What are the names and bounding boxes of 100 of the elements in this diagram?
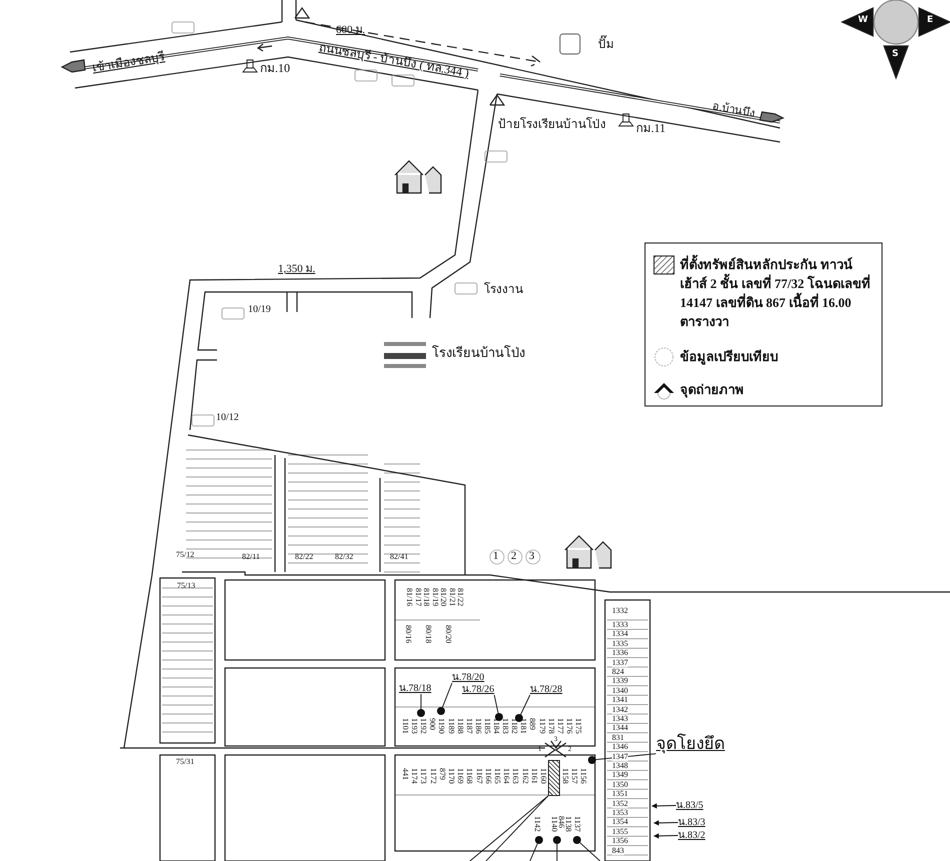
arrow (653, 820, 678, 826)
arrow (651, 803, 676, 809)
photo-point-number: 3 (529, 551, 534, 562)
lot-number: 1158 (561, 768, 569, 784)
leader-line (520, 694, 530, 715)
lot-number: 81/20 (439, 588, 447, 606)
lot-number: 1343 (612, 715, 628, 723)
lot-number: 1167 (474, 768, 483, 784)
lot-number: 1101 (401, 718, 409, 734)
house-number: 10/19 (248, 304, 271, 315)
leader-line (470, 796, 548, 861)
lot-number: 1332 (612, 607, 628, 615)
lot-number: 1352 (612, 800, 628, 808)
house-number: 82/11 (242, 553, 260, 561)
house-number: 82/22 (295, 553, 314, 561)
lot-number: 81/17 (414, 588, 422, 606)
road-name: ถนนชลบุรี - บ้านบึง ( ทล.344 ) (318, 40, 470, 80)
leader-line (494, 694, 499, 714)
lot-number: 1182 (510, 718, 518, 734)
lot-number: 1187 (464, 718, 473, 734)
lot-number: 1138 (564, 816, 572, 832)
leader-label: น.83/5 (676, 800, 704, 811)
leader-label: น.78/26 (462, 684, 494, 695)
lot-number: 1344 (612, 724, 628, 732)
lot-number: 1337 (612, 658, 628, 667)
lot-number: 1334 (612, 630, 628, 638)
lot-number: 1348 (612, 762, 628, 770)
house-number: 82/41 (390, 553, 408, 561)
lot-number: 831 (612, 734, 624, 742)
lot-number: 1172 (428, 768, 437, 784)
place-name: โรงงาน (484, 283, 523, 296)
marker-dot (417, 709, 425, 717)
lot-number: 1341 (612, 696, 628, 704)
lot-number: 1356 (612, 837, 628, 846)
lot-number: 1186 (474, 718, 482, 734)
lot-number: 1189 (446, 718, 454, 734)
leader-line (420, 694, 422, 710)
lot-number: 1339 (612, 677, 628, 686)
marker-dot (573, 836, 581, 844)
compass-letter: E (927, 16, 934, 26)
photo-point-number: 2 (511, 551, 516, 562)
compass-letter: S (892, 50, 898, 60)
legend-text: ข้อมูลเปรียบเทียบ (680, 348, 778, 366)
lot-number: 441 (401, 768, 409, 780)
lot-number: 1161 (530, 768, 538, 784)
lot-number: 1333 (612, 621, 628, 629)
lot-number: 824 (612, 668, 624, 676)
lot-number: 80/16 (404, 625, 412, 644)
lot-number: 1192 (419, 718, 428, 734)
lot-number: 1178 (546, 718, 555, 734)
lot-number: 1351 (612, 790, 628, 798)
lot-number: 1165 (493, 768, 501, 784)
lot-number: 1340 (612, 686, 628, 695)
lot-number: 1190 (437, 718, 446, 734)
leader-line (580, 842, 600, 861)
lot-number: 1174 (410, 768, 418, 784)
lot-number: 1168 (465, 768, 474, 784)
lot-number: 1185 (482, 718, 491, 734)
lot-number: 1137 (573, 816, 581, 832)
lot-number: 1188 (456, 718, 464, 734)
lot-number: 1354 (612, 818, 628, 826)
lot-number: 1157 (570, 768, 578, 784)
lot-number: 81/22 (456, 588, 464, 606)
lot-number: 1175 (574, 718, 582, 734)
lot-number: 1193 (410, 718, 418, 734)
lot-number: 1156 (579, 768, 587, 784)
lot-number: 1176 (564, 718, 573, 734)
arrow (653, 833, 678, 839)
lot-number: 1179 (538, 718, 546, 734)
lot-number: 1164 (502, 768, 510, 784)
lot-number: 81/19 (430, 588, 438, 606)
lot-number: 80/18 (424, 625, 432, 644)
lot-number: 81/16 (405, 588, 413, 606)
property-site (548, 760, 560, 796)
lot-number: 1342 (612, 706, 628, 714)
leader-label: น.78/28 (530, 684, 562, 695)
place-name: ป้ายโรงเรียนบ้านโป่ง (498, 118, 606, 132)
lot-number: 1335 (612, 640, 628, 648)
lot-number: 1353 (612, 809, 628, 817)
leader-line (530, 843, 538, 861)
lot-number: 1140 (550, 816, 558, 832)
leader-label: น.78/20 (452, 672, 484, 683)
lot-number: 1163 (511, 768, 520, 784)
lot-number: 80/20 (444, 625, 452, 644)
leader-line (442, 682, 452, 708)
km-marker-label: กม.11 (636, 122, 666, 136)
house-number: 75/12 (176, 551, 194, 559)
lot-number: 1346 (612, 743, 628, 752)
distance-label: 1,350 ม. (278, 263, 316, 276)
lot-number: 843 (612, 846, 624, 855)
photo-point-number: 1 (493, 551, 498, 562)
lot-number: 1355 (612, 828, 628, 836)
legend-text: ที่ตั้งทรัพย์สินหลักประกัน ทาวน์เฮ้าส์ 2 ชั้น เลขที่ 77/32 โฉนดเลขที่ 14147 เลขที่ดิน 867 เนื้อที่ 16.00 ตารางวา (680, 255, 875, 331)
lot-number: 1173 (419, 768, 428, 784)
lot-number: 1169 (456, 768, 464, 784)
lot-number: 900 (428, 718, 436, 730)
lot-number: 879 (438, 768, 446, 780)
house-number: 10/12 (216, 412, 239, 423)
lot-number: 1142 (533, 816, 541, 832)
leader-line (486, 796, 548, 861)
